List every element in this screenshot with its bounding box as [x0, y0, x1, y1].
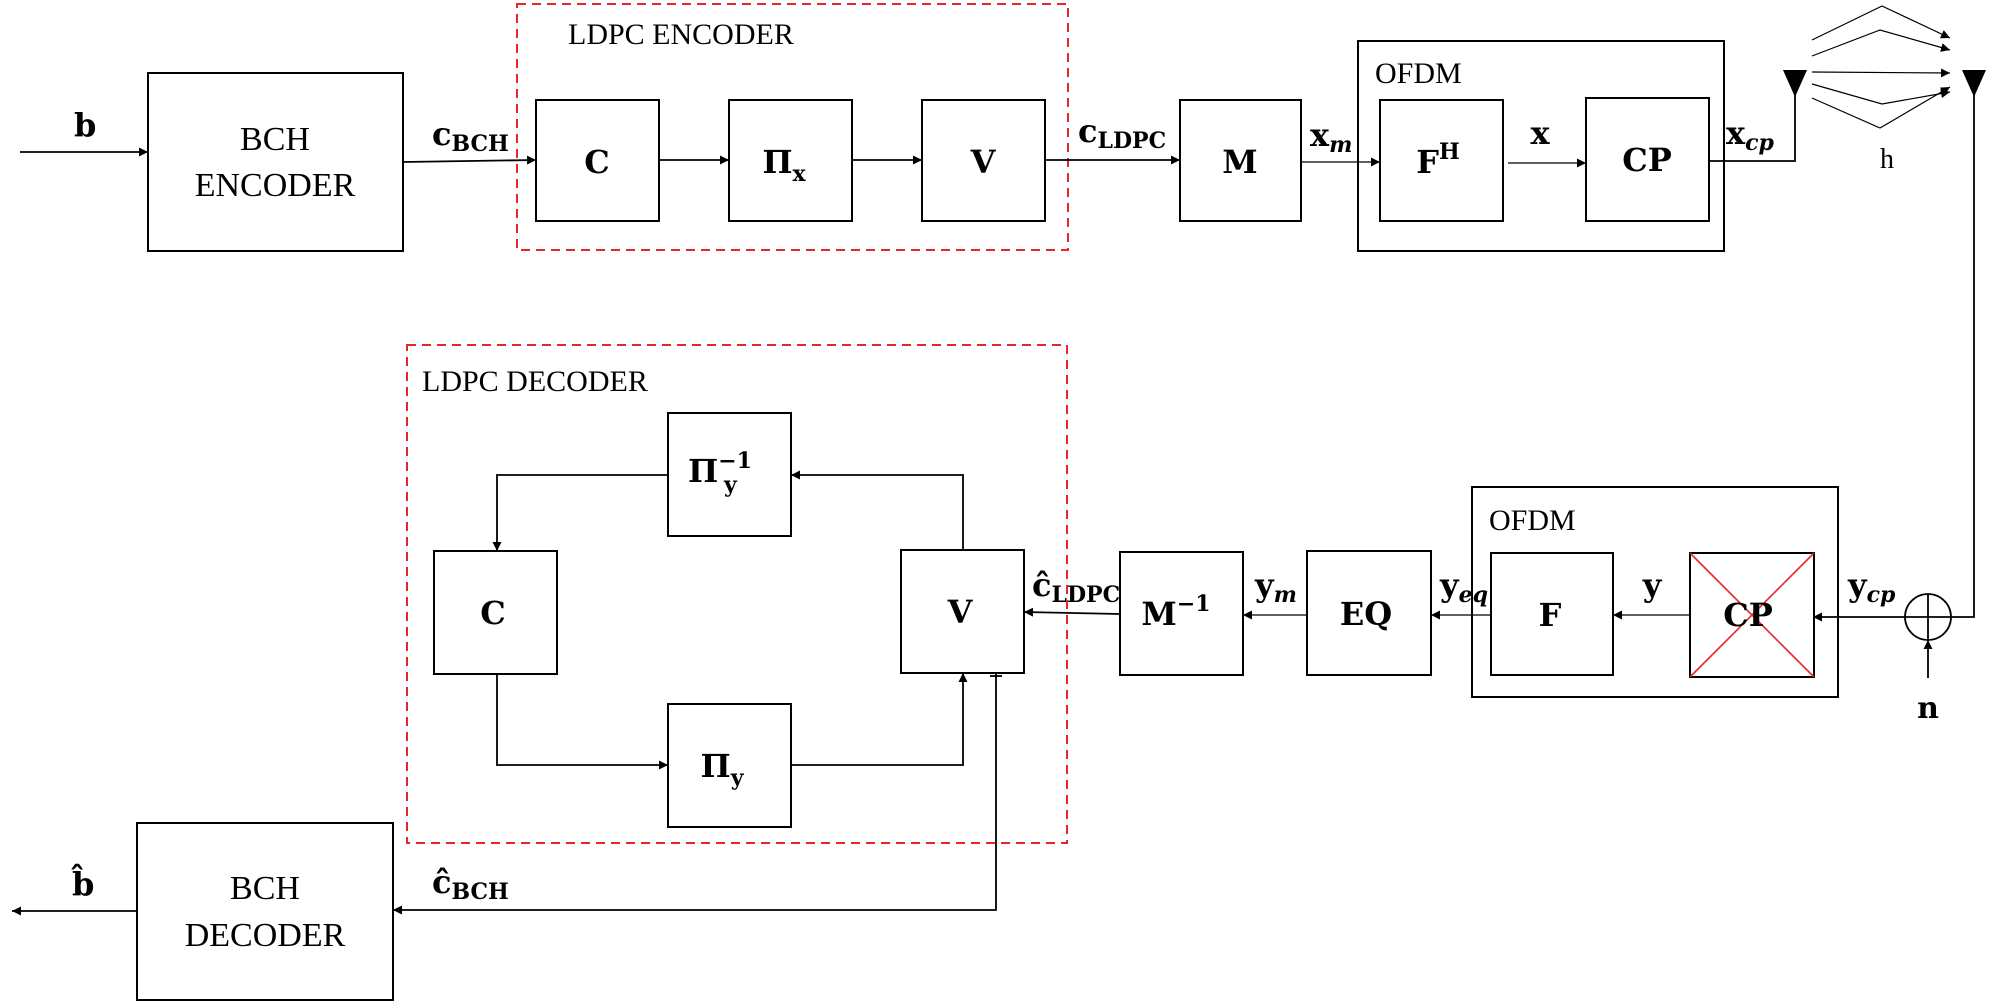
chat-bch-wire: [393, 673, 997, 915]
demodulator-minv-block: [1119, 551, 1244, 676]
multipath-channel-icon: [1811, 5, 1951, 129]
c-ldpc-label: cLDPC: [1078, 112, 1166, 154]
yeq-label: yeq: [1439, 566, 1488, 608]
chat-ldpc-label: ĉLDPC: [1032, 566, 1120, 608]
rx-ofdm-title: OFDM: [1489, 504, 1576, 537]
c-bch-label: cBCH: [432, 115, 509, 157]
decoder-pi-y-block: [667, 703, 792, 828]
output-b-hat-label: b̂: [71, 863, 94, 903]
noise-n-label: n: [1917, 691, 1939, 726]
decoder-pi-y-inv-block: [667, 412, 792, 537]
decoder-v-block: [900, 549, 1025, 674]
remove-cp-cross-b: [1689, 552, 1815, 678]
decoder-pi-y-label: Πy: [700, 747, 744, 791]
remove-cp-label: CP: [1723, 596, 1773, 634]
tx-ofdm-group: [1357, 40, 1725, 252]
rx-ofdm-group: [1471, 486, 1839, 698]
xm-label: xm: [1310, 116, 1352, 158]
encoder-pi-x-block: [728, 99, 853, 222]
xcp-label: xcp: [1726, 114, 1774, 156]
ldpc-encoder-title: LDPC ENCODER: [568, 18, 794, 51]
ifft-fh-label: FH: [1416, 139, 1460, 181]
encoder-c-label: C: [584, 143, 609, 181]
channel-h-label: h: [1880, 144, 1894, 175]
bch-decoder-label-line2: DECODER: [185, 917, 346, 954]
ldpc-encoder-group: [516, 3, 1069, 251]
encoder-v-label: V: [970, 143, 997, 181]
c-bch-arrow: [402, 155, 537, 165]
bch-encoder-label-line1: BCH: [240, 121, 310, 158]
decoder-v-label: V: [947, 593, 974, 631]
decoder-c-label: C: [480, 594, 505, 632]
equalizer-eq-label: EQ: [1340, 595, 1392, 633]
c-to-pi-wire: [496, 674, 668, 770]
input-b-label: b: [74, 106, 96, 144]
equalizer-eq-block: [1306, 550, 1432, 676]
bch-decoder-label-line1: BCH: [230, 870, 300, 907]
encoder-pi-x-label: Πx: [762, 143, 806, 187]
tx-ofdm-title: OFDM: [1375, 57, 1462, 90]
pi-to-v-wire: [791, 673, 968, 766]
ifft-fh-block: [1379, 99, 1504, 222]
encoder-v-block: [921, 99, 1046, 222]
fft-f-block: [1490, 552, 1614, 676]
ldpc-decoder-group: [406, 344, 1068, 844]
rx-feed-wire: [1951, 83, 1975, 618]
demodulator-minv-label: M−1: [1141, 591, 1210, 633]
bch-encoder-label-line2: ENCODER: [195, 167, 356, 204]
modulator-m-block: [1179, 99, 1302, 222]
modulator-m-label: M: [1222, 143, 1257, 181]
y-label: y: [1642, 566, 1663, 604]
tx-antenna-icon: [1783, 70, 1807, 97]
add-cp-block: [1585, 97, 1710, 222]
bch-decoder-block: [136, 822, 394, 1001]
chat-ldpc-arrow: [1023, 607, 1121, 617]
encoder-c-block: [535, 99, 660, 222]
svg-text:b: b: [74, 106, 96, 144]
xcp-wire: [1709, 83, 1796, 162]
chat-bch-label: ĉBCH: [432, 863, 509, 905]
fft-f-label: F: [1539, 596, 1562, 634]
ym-label: ym: [1254, 566, 1297, 608]
decoder-c-block: [433, 550, 558, 675]
pi-inv-to-c-wire: [492, 474, 668, 551]
add-cp-label: CP: [1622, 141, 1672, 179]
v-to-pi-inv-wire: [791, 470, 964, 550]
ldpc-decoder-title: LDPC DECODER: [422, 365, 648, 398]
ycp-label: ycp: [1847, 566, 1896, 608]
bch-encoder-block: [147, 72, 404, 252]
x-label: x: [1530, 114, 1550, 152]
